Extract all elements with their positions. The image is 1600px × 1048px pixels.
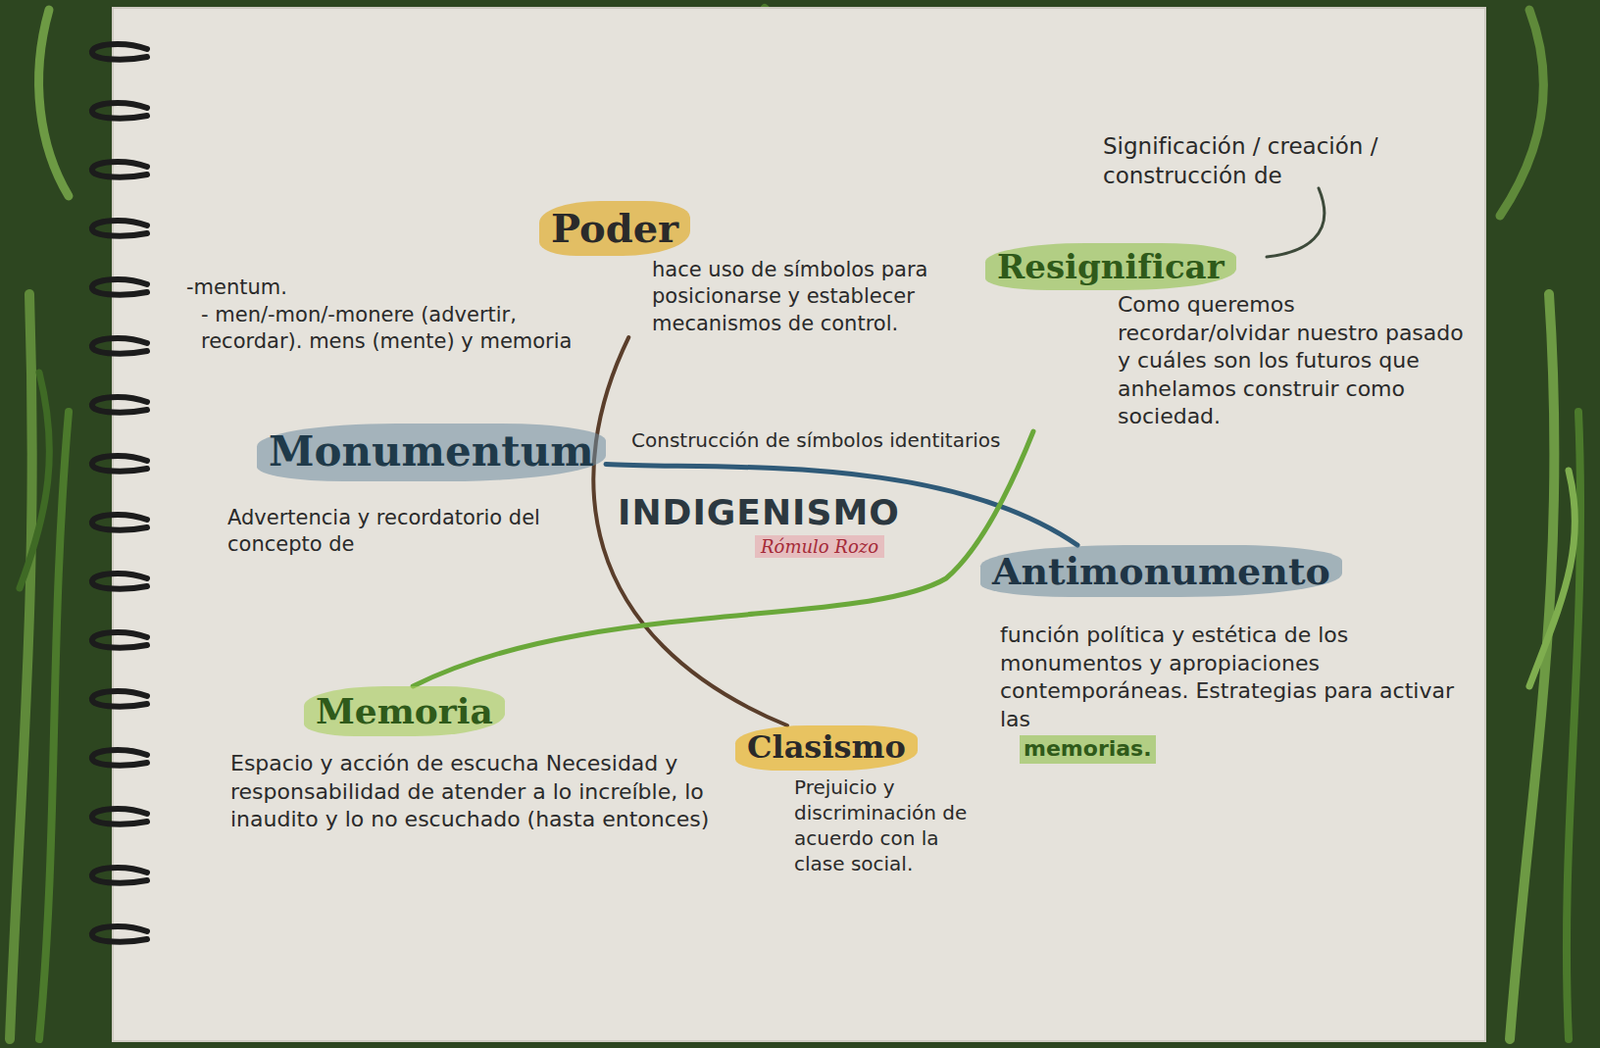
spiral-binding [92,44,148,943]
spiral-ring [92,867,148,884]
grass-blade [39,9,69,197]
etymology-note: -mentum. [186,274,599,301]
paper-sheet [112,7,1486,1042]
topic-body: Como queremos recordar/olvidar nuestro p… [1117,291,1466,432]
spiral-ring [92,279,148,296]
topic-heading: Resignificar [985,243,1237,291]
highlighted-word: memorias. [1019,735,1156,764]
spiral-ring [92,691,148,707]
curved-connector [605,463,1078,546]
topic-node: MonumentumAdvertencia y recordatorio del… [227,423,606,559]
central-topic: INDIGENISMORómulo Rozo [617,490,900,558]
spiral-ring [92,808,148,825]
topic-node: MemoriaEspacio y acción de escucha Neces… [230,686,711,835]
spiral-ring [92,514,148,531]
edge-label: Construcción de símbolos identitarios [627,427,1004,453]
spiral-ring [92,397,148,413]
topic-node: Poderhace uso de símbolos para posiciona… [539,200,947,338]
spiral-ring [92,455,148,472]
spiral-ring [92,161,148,178]
topic-heading: Antimonumento [980,545,1343,598]
topic-body: hace uso de símbolos para posicionarse y… [651,256,947,338]
topic-heading: Clasismo [735,725,918,771]
grass-blade [19,372,50,589]
author-name: Rómulo Rozo [754,535,885,558]
topic-body: función política y estética de los monum… [1000,621,1466,734]
grass-blade [1500,9,1544,216]
spiral-ring [92,926,148,943]
spiral-ring [92,750,148,766]
topic-heading: Memoria [303,686,505,737]
spiral-ring [92,573,148,590]
topic-node: ResignificarComo queremos recordar/olvid… [985,243,1466,432]
topic-heading: Monumentum [256,423,606,482]
spiral-ring [92,44,148,60]
spiral-ring [92,632,148,649]
pointer-stroke [1266,188,1325,257]
topic-node: ClasismoPrejuicio y discriminación de ac… [735,725,996,877]
grass-blade [1529,470,1575,687]
topic-body: Espacio y acción de escucha Necesidad y … [230,750,711,835]
etymology-note: - men/-mon/-monere (advertir, recordar).… [200,301,623,356]
spiral-ring [92,338,148,354]
topic-node: Antimonumento función política y estética… [980,545,1466,764]
topic-body: Advertencia y recordatorio del concepto … [227,504,566,559]
spiral-ring [92,220,148,237]
note-text: Significación / creación / construcción … [1102,132,1427,192]
central-title: INDIGENISMO [617,490,900,537]
grass-blade [9,294,33,1040]
spiral-ring [92,102,148,119]
topic-body: Prejuicio y discriminación de acuerdo co… [794,774,996,877]
grass-blade [1509,294,1554,1040]
topic-heading: Poder [539,200,691,256]
